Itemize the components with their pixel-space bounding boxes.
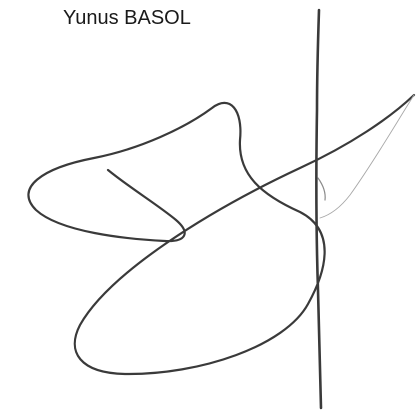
signature-small-tick xyxy=(317,177,326,201)
signature-main-loop xyxy=(27,93,416,376)
signature-vertical-stroke xyxy=(315,8,323,410)
signature-faint-hairline xyxy=(319,94,415,219)
signer-name: Yunus BASOL xyxy=(63,7,191,29)
